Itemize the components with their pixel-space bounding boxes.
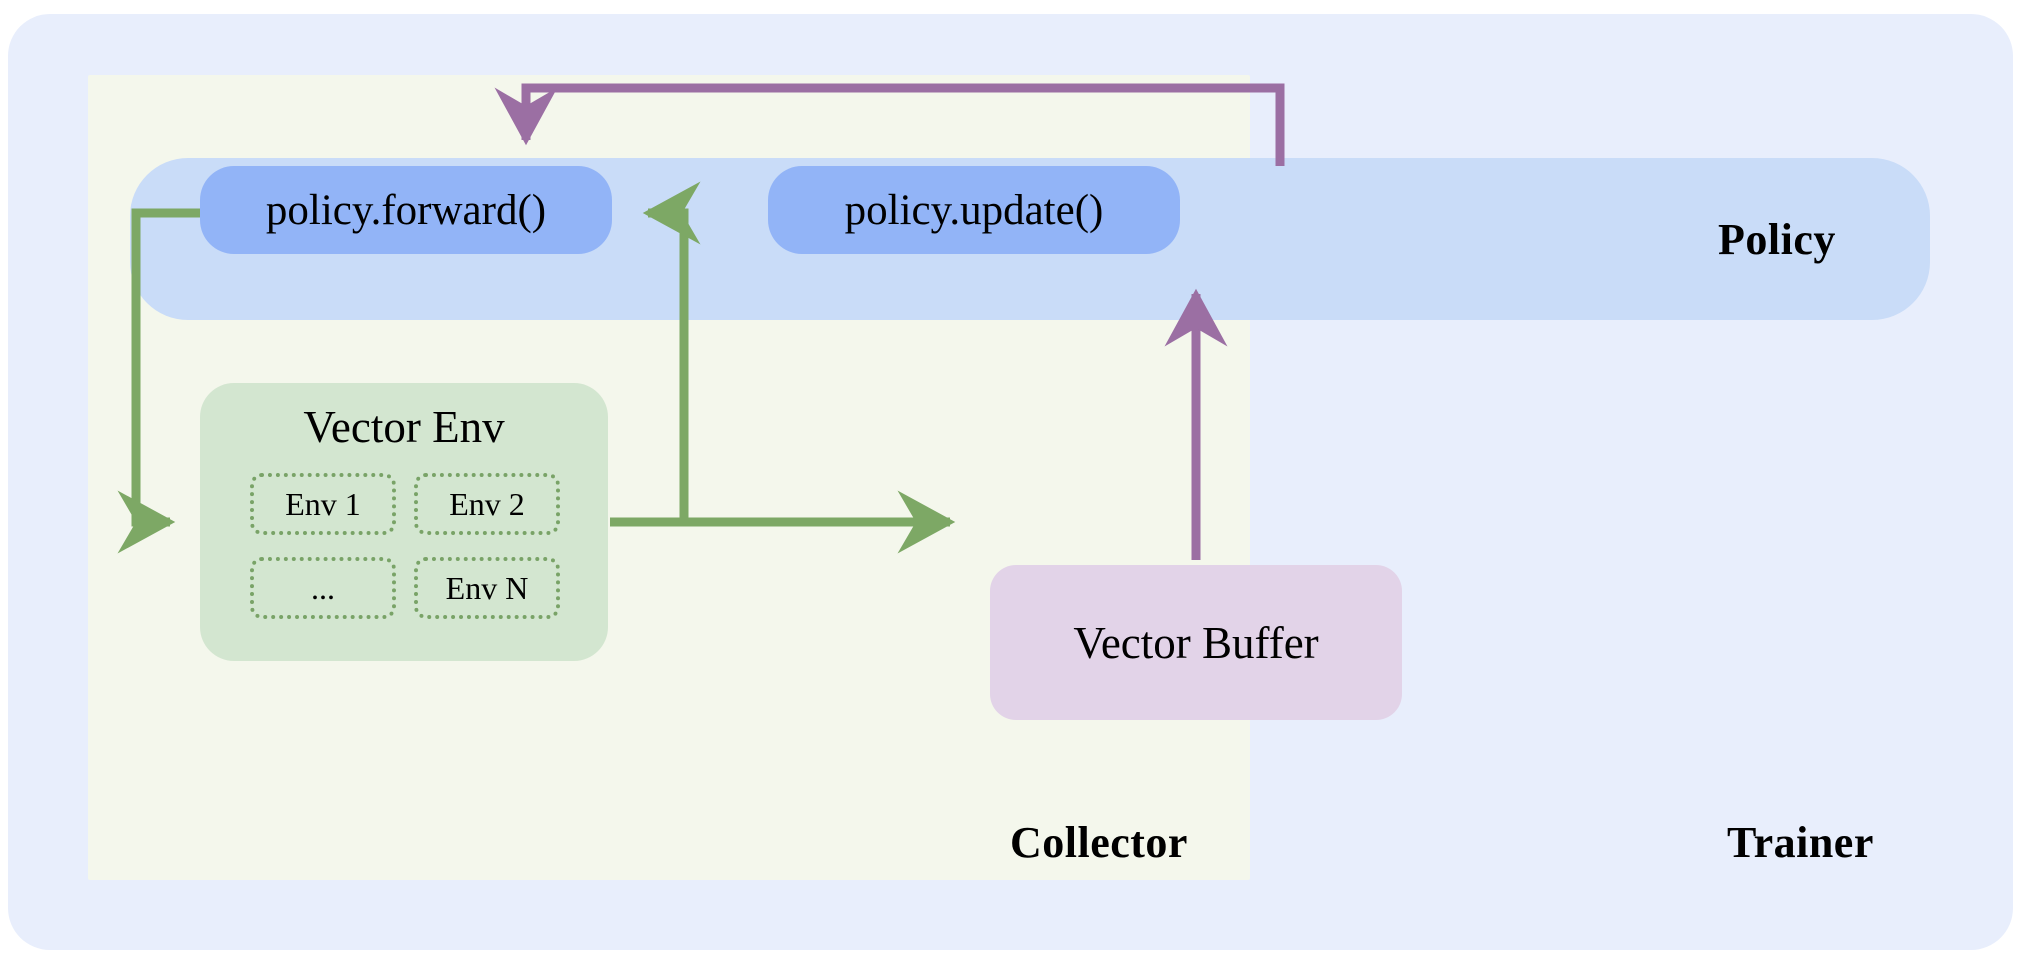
env-cell[interactable]: Env 2 [414, 473, 560, 535]
node-policy-forward[interactable]: policy.forward() [200, 166, 612, 254]
env-cell[interactable]: Env N [414, 557, 560, 619]
node-policy-update-label: policy.update() [844, 186, 1104, 234]
group-label-policy: Policy [1718, 215, 1836, 264]
env-cell-label: ... [311, 569, 335, 606]
node-vector-buffer[interactable]: Vector Buffer [990, 565, 1402, 720]
env-cell-label: Env 2 [449, 485, 525, 522]
group-label-trainer: Trainer [1727, 818, 1874, 867]
env-grid: Env 1 Env 2 ... Env N [250, 473, 560, 619]
group-label-collector: Collector [1010, 818, 1188, 867]
node-vector-buffer-label: Vector Buffer [1073, 617, 1319, 668]
env-cell[interactable]: ... [250, 557, 396, 619]
env-cell[interactable]: Env 1 [250, 473, 396, 535]
node-vector-env[interactable]: Vector Env Env 1 Env 2 ... Env N [200, 383, 608, 661]
env-cell-label: Env 1 [285, 485, 361, 522]
env-cell-label: Env N [445, 569, 529, 606]
node-policy-forward-label: policy.forward() [265, 186, 547, 234]
vector-env-title: Vector Env [303, 402, 505, 452]
node-policy-update[interactable]: policy.update() [768, 166, 1180, 254]
